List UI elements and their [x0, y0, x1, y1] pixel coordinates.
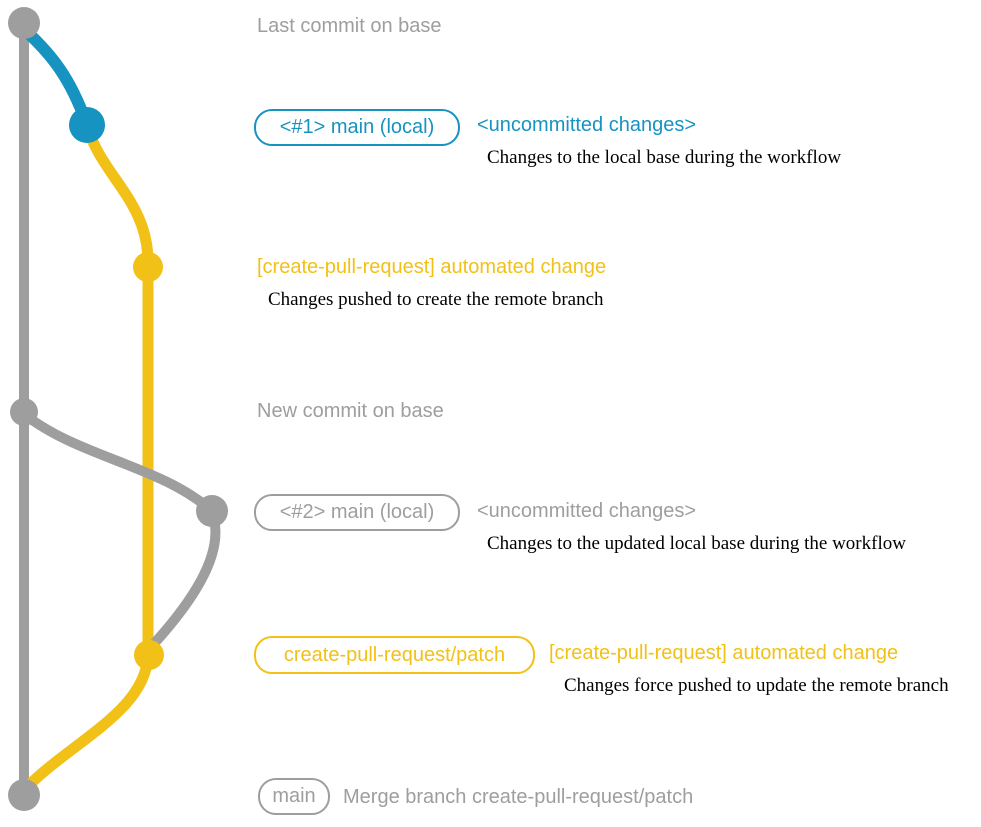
branch-tag-main: main	[258, 778, 330, 815]
commit-merge	[8, 779, 40, 811]
commit-local-main-1	[69, 107, 105, 143]
uncommitted-changes-1-message: <uncommitted changes>	[477, 114, 697, 136]
commit-patch-2	[134, 640, 164, 670]
commit-last-on-base	[8, 7, 40, 39]
commit-patch-1	[133, 252, 163, 282]
local-main-branch-line	[20, 25, 92, 128]
branch-tag-main-local-2: <#2> main (local)	[254, 494, 460, 531]
local-main2-to-patch-line	[146, 508, 221, 652]
automated-change-2-message: [create-pull-request] automated change	[549, 642, 899, 664]
base-to-local-main2-line	[19, 409, 217, 516]
last-commit-on-base-label: Last commit on base	[257, 15, 442, 37]
automated-change-2-note: Changes force pushed to update the remot…	[564, 675, 949, 696]
branch-tag-create-pull-request-patch: create-pull-request/patch	[254, 636, 535, 674]
uncommitted-changes-1-note: Changes to the local base during the wor…	[487, 147, 842, 168]
new-commit-on-base-label: New commit on base	[257, 400, 444, 422]
branch-tag-main-local-1: <#1> main (local)	[254, 109, 460, 146]
merge-commit-message: Merge branch create-pull-request/patch	[343, 786, 694, 808]
commit-local-main-2	[196, 495, 228, 527]
uncommitted-changes-2-note: Changes to the updated local base during…	[487, 533, 906, 554]
uncommitted-changes-2-message: <uncommitted changes>	[477, 500, 697, 522]
automated-change-1-message: [create-pull-request] automated change	[257, 256, 607, 278]
patch-branch-line	[22, 119, 154, 792]
automated-change-1-note: Changes pushed to create the remote bran…	[268, 289, 604, 310]
commit-new-on-base	[10, 398, 38, 426]
